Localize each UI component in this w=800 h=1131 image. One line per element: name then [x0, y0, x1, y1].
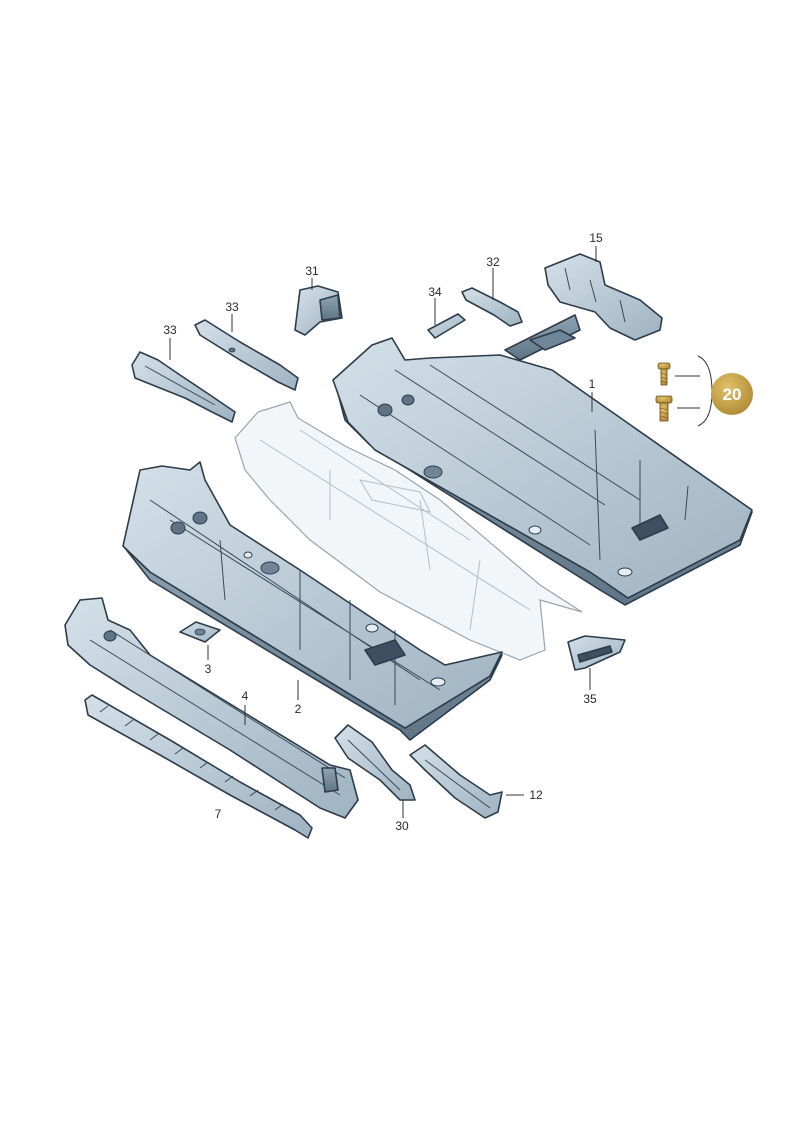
label-part-12: 12	[529, 788, 543, 802]
part-labels: 1 2 3 4 7 12 15 30 31 32 33 33 34 35	[163, 231, 603, 833]
part-4-side-member	[64, 597, 359, 819]
part-31-bracket	[294, 285, 343, 336]
screw-upper	[657, 362, 671, 386]
part-33-tunnel-strip	[194, 319, 299, 391]
part-34-plate	[427, 313, 466, 339]
phantom-floor-outline	[234, 401, 583, 661]
label-part-3: 3	[205, 662, 212, 676]
rear-floor-pan	[332, 337, 753, 606]
part-7-sill-strip	[84, 694, 313, 839]
part-12-crossmember	[409, 744, 503, 819]
part-35-bracket	[567, 635, 626, 671]
label-part-33a: 33	[163, 323, 177, 337]
label-part-15: 15	[589, 231, 603, 245]
leader-lines	[169, 246, 597, 818]
label-part-2: 2	[295, 702, 302, 716]
label-part-4: 4	[242, 689, 249, 703]
part-20-badge: 20	[711, 373, 753, 415]
part-30-crossmember	[334, 724, 416, 801]
label-part-31: 31	[305, 264, 319, 278]
screw-leaders	[675, 355, 713, 427]
label-part-7: 7	[215, 807, 222, 821]
label-part-35: 35	[583, 692, 597, 706]
part-3-plate	[179, 621, 221, 643]
badge-20-label: 20	[723, 385, 742, 404]
label-part-33b: 33	[225, 300, 239, 314]
part-33-tunnel-reinforcement	[131, 351, 236, 423]
screw-lower	[655, 395, 673, 422]
label-part-30: 30	[395, 819, 409, 833]
label-part-34: 34	[428, 285, 442, 299]
part-32-bracket	[461, 287, 523, 327]
label-part-1: 1	[589, 377, 596, 391]
label-part-32: 32	[486, 255, 500, 269]
front-floor-pan	[122, 461, 503, 741]
part-15-rear-crossmember	[504, 253, 663, 361]
